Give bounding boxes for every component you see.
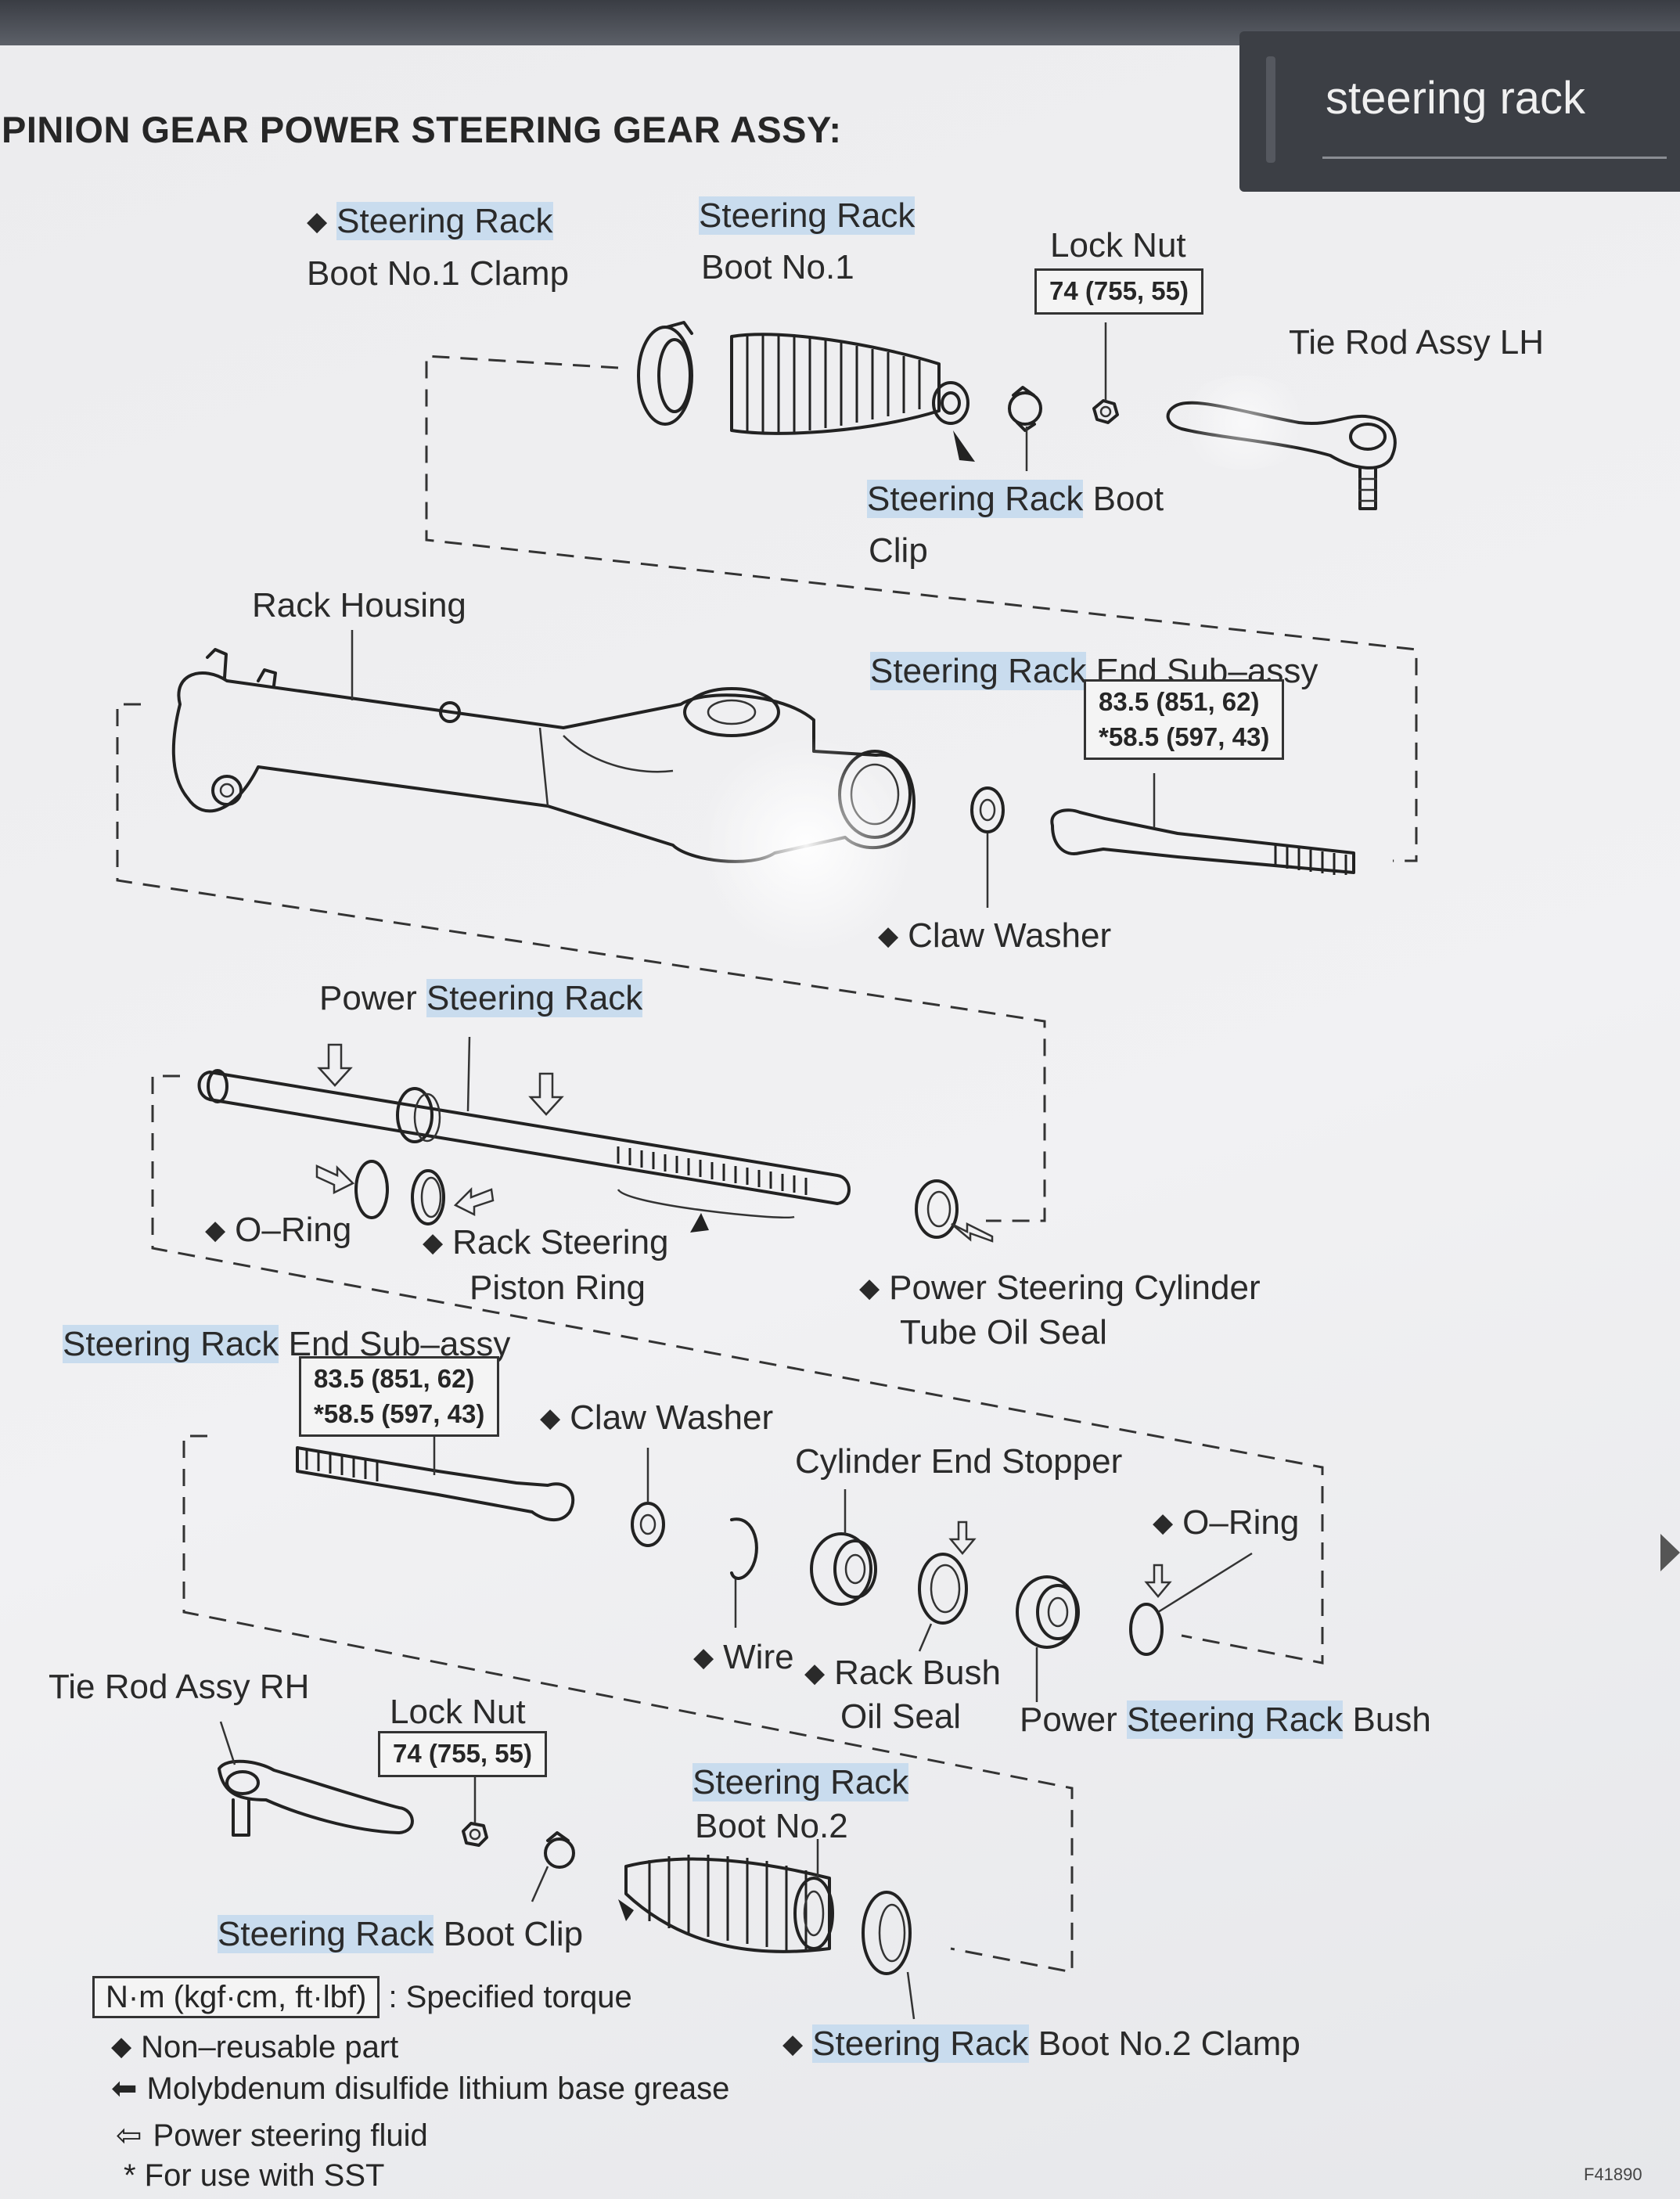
diamond-icon: ◆ — [782, 2029, 804, 2059]
label-cylinder-oil-seal: ◆Power Steering Cylinder — [859, 1269, 1261, 1307]
diamond-icon: ◆ — [423, 1228, 444, 1258]
label-lock-nut-bottom: Lock Nut — [390, 1693, 526, 1731]
label-piston-ring-line2: Piston Ring — [469, 1269, 646, 1307]
legend-fluid-row: ⇦Power steering fluid — [116, 2118, 428, 2153]
search-drag-handle[interactable] — [1266, 56, 1275, 163]
power-steering-rack — [197, 1036, 851, 1233]
diamond-icon: ◆ — [693, 1643, 714, 1672]
lock-nut-bottom — [462, 1767, 488, 1847]
label-power-steering-rack: Power Steering Rack — [319, 979, 643, 1017]
diamond-icon: ◆ — [1153, 1508, 1174, 1538]
label-rack-housing: Rack Housing — [252, 586, 466, 624]
lock-nut-top — [1092, 322, 1119, 424]
label-claw-washer-top: ◆Claw Washer — [878, 916, 1112, 955]
boot2-clamp — [862, 1891, 916, 2020]
label-boot1: Steering Rack — [699, 196, 916, 235]
label-boot-clip-bottom: Steering Rack Boot Clip — [218, 1915, 584, 1953]
search-input-underline — [1322, 157, 1667, 159]
torque-box-end-sub-bottom: 83.5 (851, 62)*58.5 (597, 43) — [299, 1356, 500, 1438]
label-tie-rod-rh: Tie Rod Assy RH — [49, 1668, 310, 1706]
label-boot1-line2: Boot No.1 — [701, 248, 854, 286]
page-title: PINION GEAR POWER STEERING GEAR ASSY: — [2, 109, 842, 150]
screen-glare-small — [1174, 376, 1315, 470]
diamond-icon: ◆ — [307, 207, 328, 236]
screen-glare — [696, 736, 916, 955]
label-cylinder-end-stopper: Cylinder End Stopper — [795, 1442, 1123, 1481]
label-boot2-clamp: ◆Steering Rack Boot No.2 Clamp — [782, 2024, 1300, 2063]
label-o-ring-left: ◆O–Ring — [205, 1211, 352, 1249]
legend-torque-unit: N·m (kgf·cm, ft·lbf) — [92, 1976, 380, 2018]
label-boot2: Steering Rack — [693, 1763, 909, 1801]
torque-box-lock-nut-top: 74 (755, 55) — [1034, 268, 1203, 315]
label-cylinder-oil-seal-line2: Tube Oil Seal — [900, 1313, 1107, 1351]
rack-bush-oil-seal — [918, 1521, 977, 1652]
piston-ring — [411, 1169, 495, 1225]
o-ring-right — [1129, 1552, 1253, 1656]
search-panel[interactable]: steering rack — [1239, 31, 1680, 192]
cylinder-end-stopper — [810, 1489, 877, 1606]
label-boot-clip-top: Steering Rack Boot — [867, 480, 1164, 518]
label-boot1-clamp: ◆Steering Rack — [307, 202, 553, 240]
dashed-guide-lines — [116, 355, 1418, 1974]
search-input[interactable]: steering rack — [1326, 73, 1586, 124]
legend-non-reusable-row: ◆Non–reusable part — [111, 2030, 399, 2064]
legend-grease-row: ⬅Molybdenum disulfide lithium base greas… — [111, 2071, 730, 2106]
label-piston-ring: ◆Rack Steering — [423, 1223, 669, 1261]
boot2 — [618, 1839, 834, 1953]
wire — [730, 1517, 758, 1628]
boot1-clamp — [637, 321, 693, 426]
label-boot1-clamp-line2: Boot No.1 Clamp — [307, 254, 570, 293]
diamond-icon: ◆ — [111, 2032, 132, 2061]
diamond-icon: ◆ — [804, 1658, 826, 1688]
power-steering-rack-bush — [1016, 1575, 1080, 1702]
o-ring-left — [315, 1160, 389, 1219]
label-boot2-line2: Boot No.2 — [695, 1807, 848, 1845]
hollow-arrow-icon: ⇦ — [116, 2118, 142, 2153]
diamond-icon: ◆ — [878, 921, 899, 951]
label-rack-bush-oil-seal-line2: Oil Seal — [840, 1697, 962, 1736]
label-end-sub-assy-top: Steering Rack End Sub–assy — [870, 652, 1318, 690]
boot-clip-bottom — [531, 1831, 575, 1902]
tie-rod-rh — [218, 1721, 414, 1837]
cylinder-oil-seal — [915, 1179, 994, 1243]
boot1 — [730, 333, 975, 462]
solid-arrow-icon: ⬅ — [111, 2071, 138, 2106]
label-claw-washer-bottom: ◆Claw Washer — [540, 1398, 774, 1437]
label-power-steering-rack-bush: Power Steering Rack Bush — [1020, 1701, 1431, 1739]
legend-torque-desc: : Specified torque — [388, 1980, 632, 2014]
figure-code: F41890 — [1584, 2165, 1642, 2184]
label-o-ring-right: ◆O–Ring — [1153, 1503, 1300, 1542]
diamond-icon: ◆ — [205, 1215, 226, 1245]
label-boot-clip-top-line2: Clip — [869, 531, 928, 570]
end-sub-assy-bottom — [296, 1434, 575, 1522]
label-lock-nut-top: Lock Nut — [1050, 226, 1186, 265]
label-wire: ◆Wire — [693, 1638, 794, 1676]
claw-washer-bottom — [631, 1448, 665, 1547]
legend-torque-row: N·m (kgf·cm, ft·lbf) : Specified torque — [92, 1976, 632, 2018]
torque-box-end-sub-top: 83.5 (851, 62)*58.5 (597, 43) — [1084, 679, 1285, 761]
end-sub-assy-top — [1050, 773, 1355, 875]
legend-sst-row: * For use with SST — [124, 2158, 385, 2193]
diamond-icon: ◆ — [540, 1403, 561, 1433]
page-next-arrow-icon[interactable] — [1660, 1534, 1680, 1571]
label-rack-bush-oil-seal: ◆Rack Bush — [804, 1654, 1001, 1692]
claw-washer-top — [970, 786, 1005, 908]
diamond-icon: ◆ — [859, 1273, 880, 1303]
label-tie-rod-lh: Tie Rod Assy LH — [1289, 323, 1545, 362]
torque-box-lock-nut-bottom: 74 (755, 55) — [378, 1731, 547, 1777]
boot-clip-top — [1008, 386, 1042, 471]
